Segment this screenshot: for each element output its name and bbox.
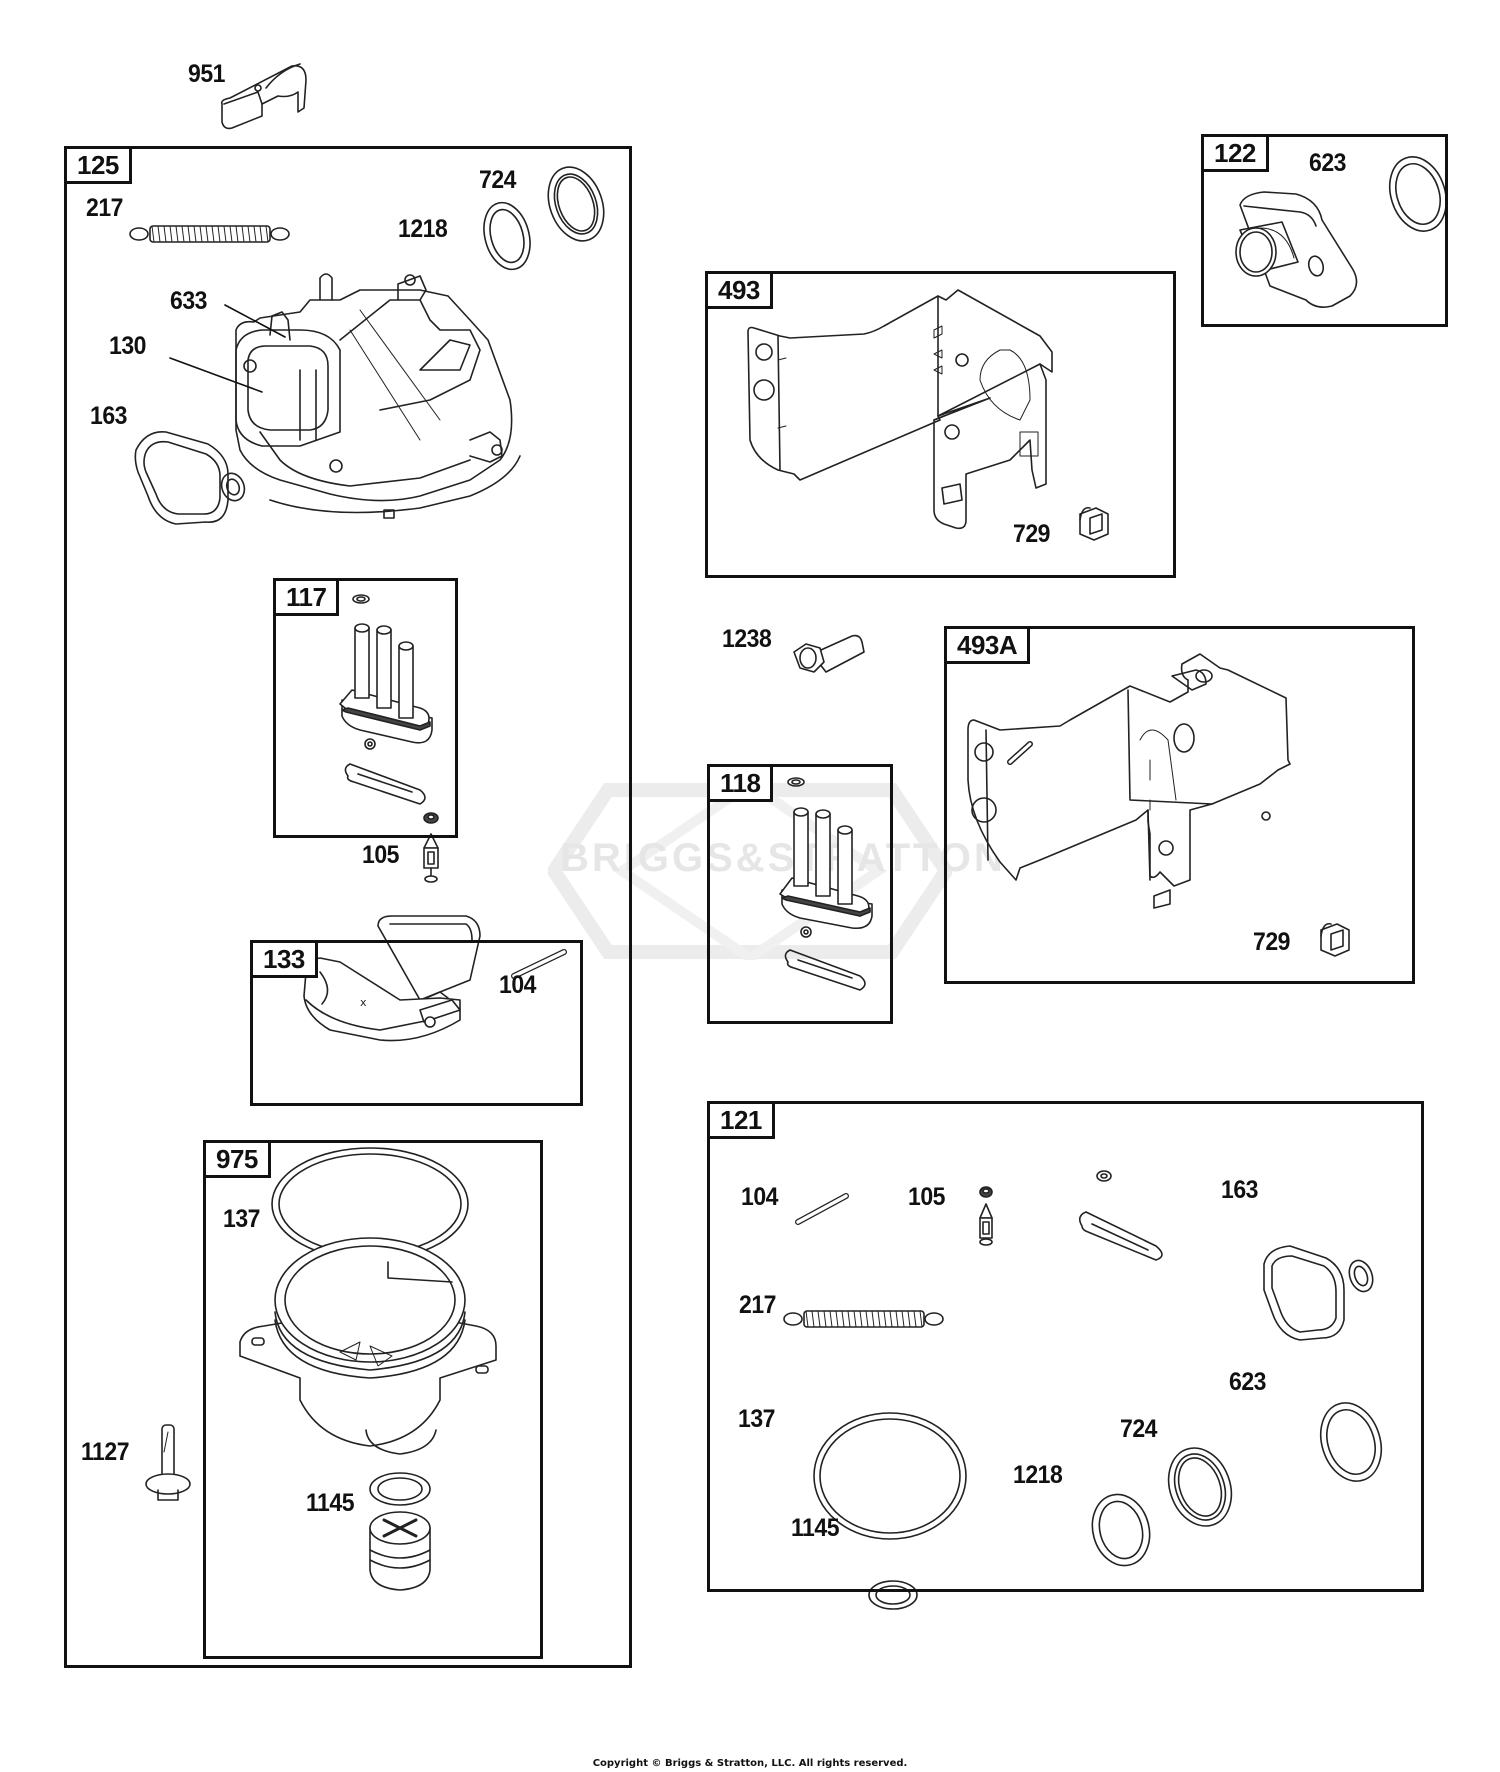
- part-label-951[interactable]: 951: [188, 60, 226, 88]
- part-label-1218[interactable]: 1218: [398, 215, 448, 243]
- gasket-oval-drawing: [1078, 1211, 1163, 1261]
- float-133-drawing: x: [303, 915, 481, 1042]
- group-tag-975[interactable]: 975: [206, 1143, 271, 1178]
- copyright-notice: Copyright © Briggs & Stratton, LLC. All …: [592, 1758, 908, 1769]
- part-label-724-b[interactable]: 724: [1120, 1415, 1158, 1443]
- choke-lever-drawing: [220, 63, 307, 130]
- group-box-118: 118: [707, 764, 893, 1024]
- part-label-104-b[interactable]: 104: [741, 1183, 779, 1211]
- ring-623b-drawing: [1319, 1402, 1383, 1482]
- ring-623-drawing: [1388, 156, 1448, 232]
- spring-217b-drawing: [783, 1310, 944, 1328]
- part-label-105-b[interactable]: 105: [908, 1183, 946, 1211]
- clip-729-drawing: [1079, 506, 1109, 541]
- part-label-623[interactable]: 623: [1309, 149, 1347, 177]
- part-label-1127[interactable]: 1127: [81, 1438, 130, 1466]
- group-box-125: 125: [64, 146, 632, 1668]
- group-box-117: 117: [273, 578, 458, 838]
- part-label-217-b[interactable]: 217: [739, 1291, 777, 1319]
- svg-text:x: x: [360, 996, 367, 1009]
- oring-137b-drawing: [813, 1412, 967, 1540]
- carburetor-drawing: [235, 273, 521, 519]
- part-label-104[interactable]: 104: [499, 971, 537, 999]
- group-tag-118[interactable]: 118: [710, 767, 774, 802]
- group-tag-125[interactable]: 125: [67, 149, 132, 184]
- group-tag-117[interactable]: 117: [276, 581, 340, 616]
- seal-724b-drawing: [1167, 1447, 1233, 1527]
- group-box-121: 121: [707, 1101, 1424, 1592]
- part-label-1145-b[interactable]: 1145: [791, 1514, 840, 1542]
- part-label-137[interactable]: 137: [223, 1205, 261, 1233]
- group-tag-121[interactable]: 121: [710, 1104, 775, 1139]
- part-label-137-b[interactable]: 137: [738, 1405, 776, 1433]
- part-label-1238[interactable]: 1238: [722, 625, 772, 653]
- group-box-493: 493: [705, 271, 1176, 578]
- part-label-724[interactable]: 724: [479, 166, 517, 194]
- part-label-130[interactable]: 130: [109, 332, 147, 360]
- part-label-163-b[interactable]: 163: [1221, 1176, 1259, 1204]
- group-tag-122[interactable]: 122: [1204, 137, 1269, 172]
- inlet-needle-105-drawing: [423, 812, 439, 883]
- part-label-105[interactable]: 105: [362, 841, 400, 869]
- inlet-needle-105b-drawing: [979, 1186, 993, 1246]
- ring-1218b-drawing: [1091, 1493, 1151, 1567]
- ring-1218-drawing: [483, 201, 531, 271]
- clip-729b-drawing: [1320, 922, 1350, 957]
- part-label-163[interactable]: 163: [90, 402, 128, 430]
- spring-drawing: [129, 225, 290, 243]
- group-tag-493A[interactable]: 493A: [947, 629, 1031, 664]
- group-box-133: 133: [250, 940, 583, 1106]
- brand-watermark-text: BRIGGS&STRATTON: [560, 836, 1006, 880]
- bolt-1238-drawing: [793, 634, 865, 673]
- group-tag-133[interactable]: 133: [253, 943, 318, 978]
- part-label-1145[interactable]: 1145: [306, 1489, 355, 1517]
- fuel-pump-118-drawing: [779, 777, 873, 991]
- group-tag-493[interactable]: 493: [708, 274, 773, 309]
- part-label-633[interactable]: 633: [170, 287, 208, 315]
- bracket-493-drawing: [747, 289, 1053, 530]
- part-label-217[interactable]: 217: [86, 194, 124, 222]
- fuel-inlet-122-drawing: [1235, 191, 1358, 308]
- group-box-975: 975: [203, 1140, 543, 1659]
- fuel-pump-117-drawing: [339, 594, 433, 805]
- group-box-122: 122: [1201, 134, 1448, 327]
- part-label-1218-b[interactable]: 1218: [1013, 1461, 1063, 1489]
- part-label-729[interactable]: 729: [1013, 520, 1051, 548]
- bowl-screw-drawing: [369, 1511, 431, 1591]
- group-box-493A: 493A: [944, 626, 1415, 984]
- gasket-163-drawing: [134, 431, 246, 525]
- float-bowl-975-drawing: [239, 1147, 497, 1455]
- part-label-729-b[interactable]: 729: [1253, 928, 1291, 956]
- gasket-163b-drawing: [1263, 1245, 1374, 1341]
- washer-1145b-drawing: [868, 1580, 918, 1610]
- bracket-493A-drawing: [967, 653, 1291, 909]
- screw-1127-drawing: [145, 1424, 191, 1501]
- seal-724-drawing: [547, 166, 605, 242]
- part-label-623-b[interactable]: 623: [1229, 1368, 1267, 1396]
